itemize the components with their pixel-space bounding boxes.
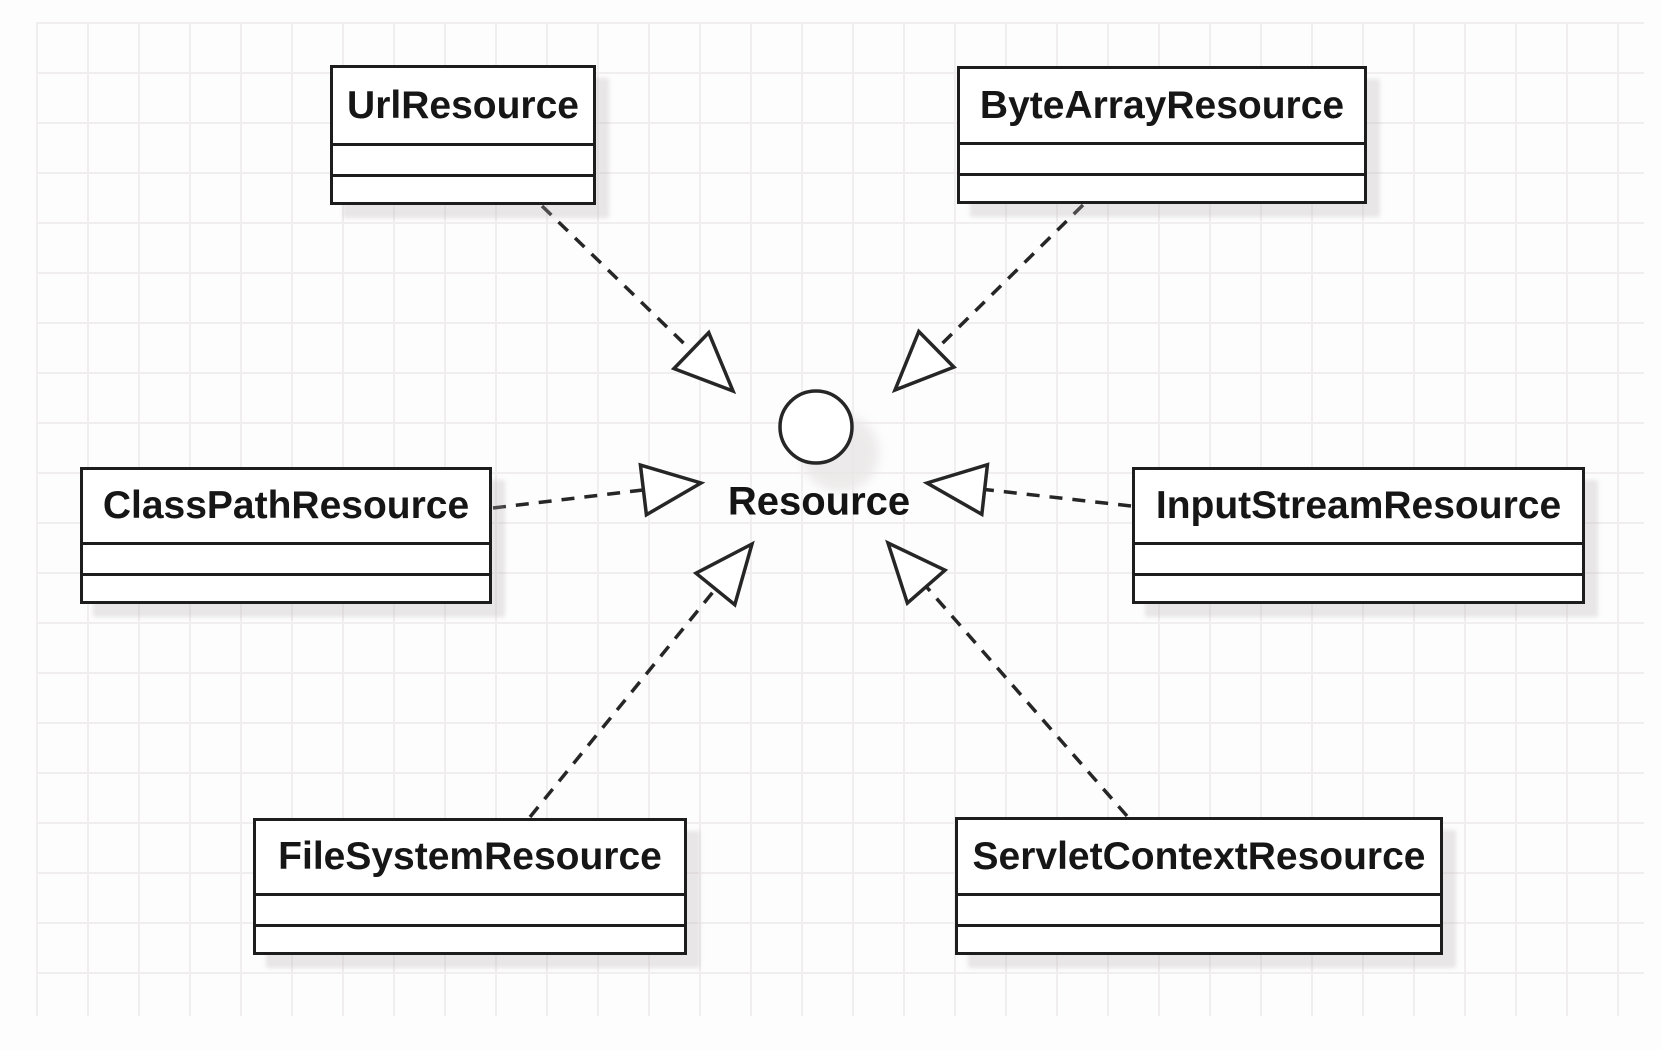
interface-name-label: Resource bbox=[727, 479, 911, 524]
realization-dashed-line bbox=[924, 585, 1129, 818]
realization-dashed-line bbox=[492, 488, 644, 510]
attributes-compartment bbox=[960, 142, 1364, 173]
class-box-servletcontextresource: ServletContextResource bbox=[955, 817, 1443, 955]
methods-compartment bbox=[333, 174, 593, 202]
class-name-label: InputStreamResource bbox=[1155, 484, 1562, 527]
methods-compartment bbox=[960, 173, 1364, 201]
class-name-label: UrlResource bbox=[347, 83, 579, 127]
realization-arrow bbox=[922, 462, 1132, 518]
open-triangle-arrowhead-icon bbox=[891, 328, 957, 394]
methods-compartment bbox=[83, 573, 489, 601]
class-box-filesystemresource: FileSystemResource bbox=[253, 818, 687, 955]
open-triangle-arrowhead-icon bbox=[638, 462, 706, 518]
realization-arrow bbox=[540, 204, 737, 395]
class-box-bytearrayresource: ByteArrayResource bbox=[957, 66, 1367, 204]
methods-compartment bbox=[256, 924, 684, 952]
realization-dashed-line bbox=[540, 204, 693, 352]
class-name-label: ServletContextResource bbox=[972, 834, 1426, 878]
class-name-label: FileSystemResource bbox=[278, 835, 662, 878]
open-triangle-arrowhead-icon bbox=[670, 329, 737, 395]
realization-arrow bbox=[891, 203, 1085, 394]
methods-compartment bbox=[958, 924, 1440, 952]
realization-dashed-line bbox=[528, 587, 717, 819]
attributes-compartment bbox=[83, 542, 489, 573]
class-name-label: ByteArrayResource bbox=[979, 83, 1345, 127]
open-triangle-arrowhead-icon bbox=[885, 539, 949, 607]
realization-arrow bbox=[528, 540, 755, 819]
class-box-classpathresource: ClassPathResource bbox=[80, 467, 492, 604]
class-name-label: ClassPathResource bbox=[102, 484, 470, 527]
realization-arrow bbox=[492, 462, 706, 518]
attributes-compartment bbox=[1135, 542, 1582, 573]
class-box-inputstreamresource: InputStreamResource bbox=[1132, 467, 1585, 604]
open-triangle-arrowhead-icon bbox=[922, 462, 990, 518]
realization-dashed-line bbox=[935, 203, 1085, 351]
methods-compartment bbox=[1135, 573, 1582, 601]
open-triangle-arrowhead-icon bbox=[692, 540, 755, 608]
realization-dashed-line bbox=[984, 487, 1132, 508]
attributes-compartment bbox=[958, 893, 1440, 924]
realization-arrow bbox=[885, 539, 1129, 818]
attributes-compartment bbox=[256, 893, 684, 924]
interface-lollipop-circle bbox=[778, 389, 854, 465]
class-box-urlresource: UrlResource bbox=[330, 65, 596, 205]
attributes-compartment bbox=[333, 143, 593, 174]
